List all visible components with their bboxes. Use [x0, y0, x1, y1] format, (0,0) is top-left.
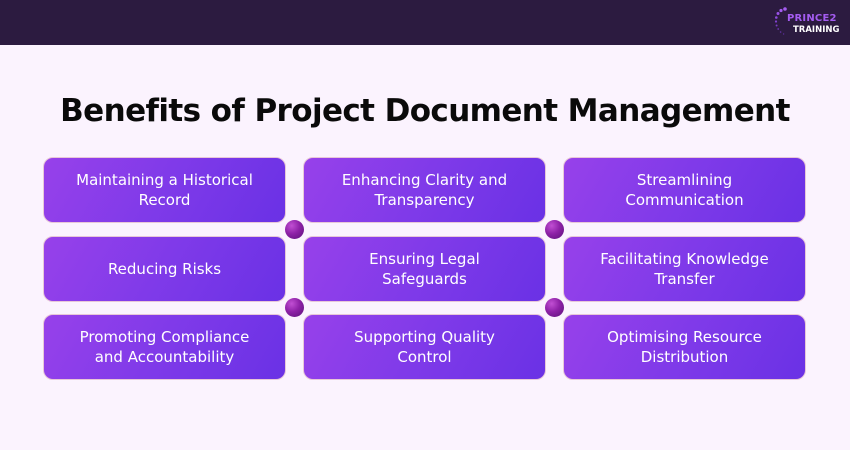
- benefit-label: Optimising Resource Distribution: [607, 328, 762, 366]
- top-bar: PRINCE2 TRAINING: [0, 0, 850, 45]
- prince2-training-logo[interactable]: PRINCE2 TRAINING: [774, 7, 840, 39]
- benefit-label: Maintaining a Historical Record: [76, 171, 253, 209]
- benefit-label: Ensuring Legal Safeguards: [369, 250, 480, 288]
- benefit-card-clarity: Enhancing Clarity and Transparency: [303, 157, 546, 223]
- benefit-label: Promoting Compliance and Accountability: [79, 328, 250, 366]
- benefit-card-legal: Ensuring Legal Safeguards: [303, 236, 546, 302]
- benefit-label: Streamlining Communication: [625, 171, 744, 209]
- benefit-label: Reducing Risks: [107, 260, 222, 278]
- benefit-label: Supporting Quality Control: [354, 328, 495, 366]
- benefit-card-communication: Streamlining Communication: [563, 157, 806, 223]
- logo-text-prince2: PRINCE2: [787, 13, 837, 24]
- benefit-card-quality: Supporting Quality Control: [303, 314, 546, 380]
- benefit-label: Facilitating Knowledge Transfer: [600, 250, 769, 288]
- logo-text-training: TRAINING: [793, 25, 840, 35]
- connector-sphere-icon: [545, 220, 564, 239]
- benefit-label: Enhancing Clarity and Transparency: [341, 171, 508, 209]
- benefit-card-historical-record: Maintaining a Historical Record: [43, 157, 286, 223]
- connector-sphere-icon: [285, 298, 304, 317]
- benefit-card-reducing-risks: Reducing Risks: [43, 236, 286, 302]
- dotted-arc-logo-icon: [774, 7, 787, 35]
- page-title: Benefits of Project Document Management: [60, 93, 790, 129]
- connector-sphere-icon: [545, 298, 564, 317]
- benefit-card-compliance: Promoting Compliance and Accountability: [43, 314, 286, 380]
- benefit-card-resource: Optimising Resource Distribution: [563, 314, 806, 380]
- connector-sphere-icon: [285, 220, 304, 239]
- benefit-card-knowledge: Facilitating Knowledge Transfer: [563, 236, 806, 302]
